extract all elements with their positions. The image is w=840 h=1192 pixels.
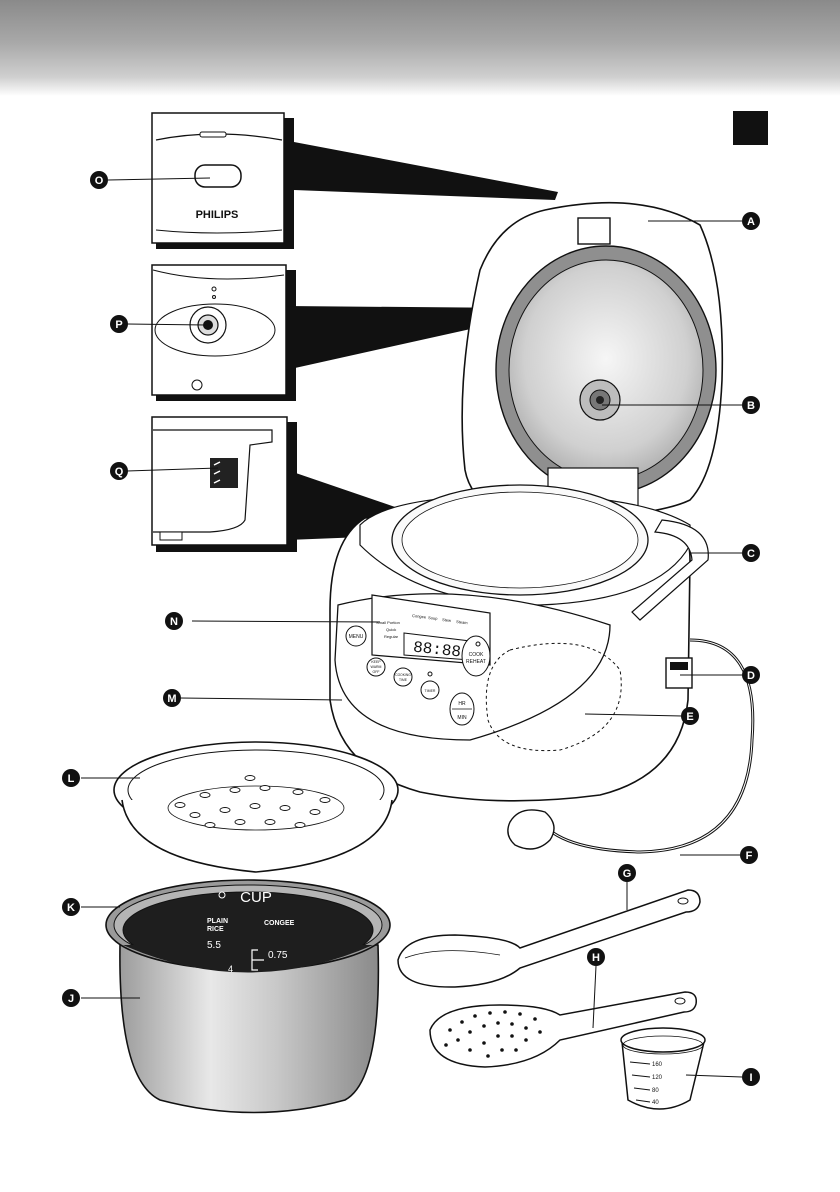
cooking-time-button[interactable] (394, 668, 412, 686)
svg-text:I: I (749, 1072, 752, 1084)
pot-cup-label: CUP (240, 889, 272, 906)
lcd-label-stew: Stew (442, 617, 451, 623)
detail-inset-water-tray (152, 417, 297, 552)
svg-text:K: K (67, 902, 75, 914)
svg-text:H: H (592, 952, 600, 964)
rice-spoon (398, 890, 700, 987)
svg-text:D: D (747, 670, 755, 682)
lcd-label-small-portion: Small Portion (376, 620, 400, 625)
svg-text:O: O (95, 175, 104, 187)
lcd-label-soup: Soup (428, 615, 439, 621)
callout-i: I (742, 1068, 760, 1086)
lcd-label-quick: Quick (386, 627, 396, 632)
pot-rice-label: RICE (207, 926, 224, 933)
time-label: TIME (399, 678, 408, 682)
min-label: MIN (457, 715, 467, 721)
reheat-label: REHEAT (466, 659, 486, 665)
pot-congee-label: CONGEE (264, 920, 295, 927)
callout-h: H (587, 948, 605, 966)
hr-label: HR (458, 701, 466, 707)
callout-k: K (62, 898, 80, 916)
svg-text:E: E (686, 711, 693, 723)
cup-mark-40: 40 (652, 1100, 659, 1106)
svg-text:G: G (623, 868, 632, 880)
callout-d: D (742, 666, 760, 684)
callout-o: O (90, 171, 108, 189)
svg-text:C: C (747, 548, 755, 560)
cup-mark-80: 80 (652, 1088, 659, 1094)
callout-j: J (62, 989, 80, 1007)
detail-inset-steam-vent (152, 265, 296, 401)
svg-text:P: P (115, 319, 122, 331)
pot-level-congee: 0.75 (268, 950, 288, 961)
svg-text:B: B (747, 400, 755, 412)
callout-a: A (742, 212, 760, 230)
svg-text:A: A (747, 216, 755, 228)
callout-q: Q (110, 462, 128, 480)
steamer-basket (114, 742, 398, 872)
callout-m: M (163, 689, 181, 707)
svg-text:F: F (746, 850, 753, 862)
cooking-label: COOKING (395, 673, 411, 677)
svg-text:N: N (170, 616, 178, 628)
callout-n: N (165, 612, 183, 630)
pot-plain-label: PLAIN (207, 918, 228, 925)
measuring-cup: 160 120 80 40 (621, 1028, 705, 1109)
callout-p: P (110, 315, 128, 333)
timer-label: TIMER (425, 689, 436, 693)
connector-wedge-o (294, 142, 558, 200)
callout-b: B (742, 396, 760, 414)
cup-mark-160: 160 (652, 1062, 663, 1068)
callout-c: C (742, 544, 760, 562)
svg-text:L: L (68, 773, 75, 785)
callout-l: L (62, 769, 80, 787)
keep-label: KEEP (371, 660, 381, 664)
menu-button-label: MENU (349, 634, 364, 640)
detail-inset-lid-top: PHILIPS (152, 113, 294, 249)
pot-level-plain: 5.5 (207, 940, 221, 951)
lid-brand: PHILIPS (196, 209, 239, 221)
svg-text:J: J (68, 993, 74, 1005)
rice-cooker-main: 88:88 Congee Soup Stew Steam Small Porti… (330, 203, 753, 852)
callout-f: F (740, 846, 758, 864)
lcd-label-regular: Regular (384, 634, 399, 639)
cook-label: COOK (469, 652, 484, 658)
off-label: OFF (373, 670, 380, 674)
cup-mark-120: 120 (652, 1075, 663, 1081)
svg-text:M: M (167, 693, 176, 705)
callout-e: E (681, 707, 699, 725)
svg-text:Q: Q (115, 466, 124, 478)
warm-label: WARM (371, 665, 382, 669)
inner-pot: CUP PLAIN RICE CONGEE 5.5 0.75 4 (106, 880, 390, 1113)
pot-level-low: 4 (228, 964, 233, 974)
callout-g: G (618, 864, 636, 882)
